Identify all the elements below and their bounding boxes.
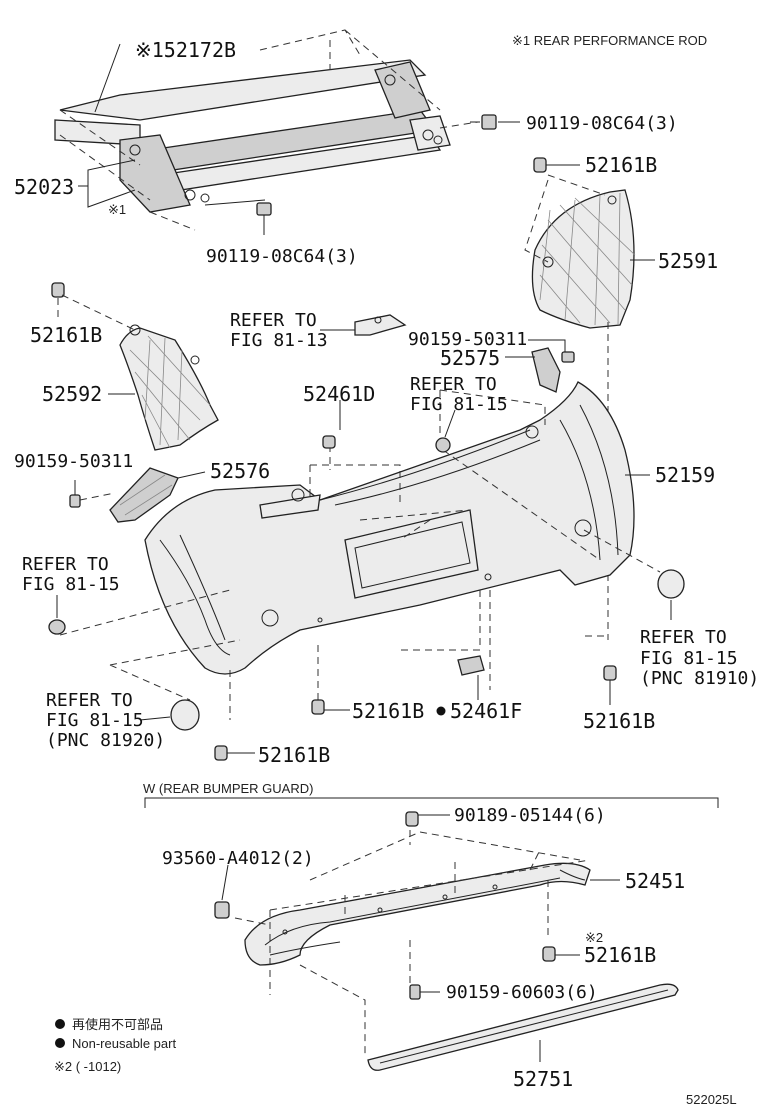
label-refer-right-c: (PNC 81910): [640, 668, 759, 689]
label-52461f: 52461F: [450, 699, 522, 723]
label-52592: 52592: [42, 382, 102, 406]
label-refer-right-b: FIG 81-15: [640, 648, 738, 669]
label-refer-bottom-left-a: REFER TO: [46, 690, 133, 711]
guard-title: W (REAR BUMPER GUARD): [143, 781, 313, 796]
clip-90189-05144: [405, 811, 450, 827]
label-refer-left-a: REFER TO: [22, 554, 109, 575]
clip-52161b-bottom-center: [311, 699, 350, 715]
label-52161b-guard: 52161B: [584, 943, 656, 967]
label-refer-81-13-a: REFER TO: [230, 310, 317, 331]
label-52161b-top-right: 52161B: [585, 153, 657, 177]
label-90189-05144: 90189-05144(6): [454, 805, 606, 826]
legend-mark2: ※2 ( -1012): [54, 1059, 121, 1074]
rear-performance-rod: [54, 29, 451, 231]
nonreusable-dot-52461f: [436, 706, 446, 716]
legend-en: Non-reusable part: [72, 1036, 176, 1051]
label-refer-bottom-left-b: FIG 81-15: [46, 710, 144, 731]
screw-90159-50311-right: [561, 351, 575, 363]
retainer-52575: [531, 347, 561, 393]
cap-pnc81910: [657, 569, 685, 599]
label-90159-60603: 90159-60603(6): [446, 982, 598, 1003]
bracket-fig81-13: [354, 314, 407, 336]
guard-group-bracket: [144, 797, 719, 808]
label-90159-50311-right: 90159-50311: [408, 329, 527, 350]
clip-52161b-top-right: [533, 157, 580, 173]
label-52161b-bottom-right: 52161B: [583, 709, 655, 733]
label-52161b-bottom-left: 52161B: [258, 743, 330, 767]
drawing-number: 522025L: [686, 1092, 737, 1107]
clip-52161b-guard: [542, 946, 580, 962]
retainer-52576: [109, 467, 179, 523]
label-refer-81-15-a: REFER TO: [410, 374, 497, 395]
label-90159-50311-left: 90159-50311: [14, 451, 133, 472]
plate-52461f: [457, 655, 485, 676]
label-mark1: ※1: [108, 202, 126, 217]
cap-left-fig81-15: [48, 619, 66, 635]
label-52172b: ※152172B: [135, 38, 236, 62]
clip-93560-a4012: [214, 901, 230, 919]
clip-52461d: [322, 435, 336, 449]
label-52591: 52591: [658, 249, 718, 273]
label-52461d: 52461D: [303, 382, 375, 406]
bracket-52591: [531, 189, 636, 329]
nonreusable-dot-jp: [55, 1019, 65, 1029]
label-52159: 52159: [655, 463, 715, 487]
clip-52161b-bottom-right: [603, 665, 617, 705]
label-refer-left-b: FIG 81-15: [22, 574, 120, 595]
label-refer-81-13-b: FIG 81-13: [230, 330, 328, 351]
label-52575: 52575: [440, 346, 500, 370]
perf-rod-note: ※1 REAR PERFORMANCE ROD: [512, 33, 707, 48]
label-93560-a4012: 93560-A4012(2): [162, 848, 314, 869]
label-52161b-left: 52161B: [30, 323, 102, 347]
legend-jp: 再使用不可部品: [72, 1017, 163, 1032]
clip-fig81-15-center: [435, 437, 451, 453]
label-52023: 52023: [14, 175, 74, 199]
screw-90159-60603: [409, 984, 440, 1000]
label-mark2: ※2: [585, 930, 603, 945]
bracket-52592: [119, 324, 219, 451]
clip-52161b-left: [51, 282, 65, 298]
bolt-90119-lower: [256, 202, 272, 235]
label-refer-right-a: REFER TO: [640, 627, 727, 648]
label-52161b-bottom-center: 52161B: [352, 699, 424, 723]
label-52576: 52576: [210, 459, 270, 483]
screw-90159-50311-left: [69, 480, 81, 508]
label-refer-bottom-left-c: (PNC 81920): [46, 730, 165, 751]
guard-52451: [244, 862, 591, 966]
nonreusable-dot-en: [55, 1038, 65, 1048]
bolt-90119-upper: [470, 114, 497, 130]
label-90119-upper: 90119-08C64(3): [526, 113, 678, 134]
label-90119-lower: 90119-08C64(3): [206, 246, 358, 267]
cap-pnc81920: [170, 699, 200, 731]
label-refer-81-15-b: FIG 81-15: [410, 394, 508, 415]
label-52751: 52751: [513, 1067, 573, 1091]
label-52451: 52451: [625, 869, 685, 893]
bumper-cover-52159: [144, 381, 635, 675]
molding-52751: [367, 983, 679, 1071]
clip-52161b-bottom-left: [214, 745, 255, 761]
